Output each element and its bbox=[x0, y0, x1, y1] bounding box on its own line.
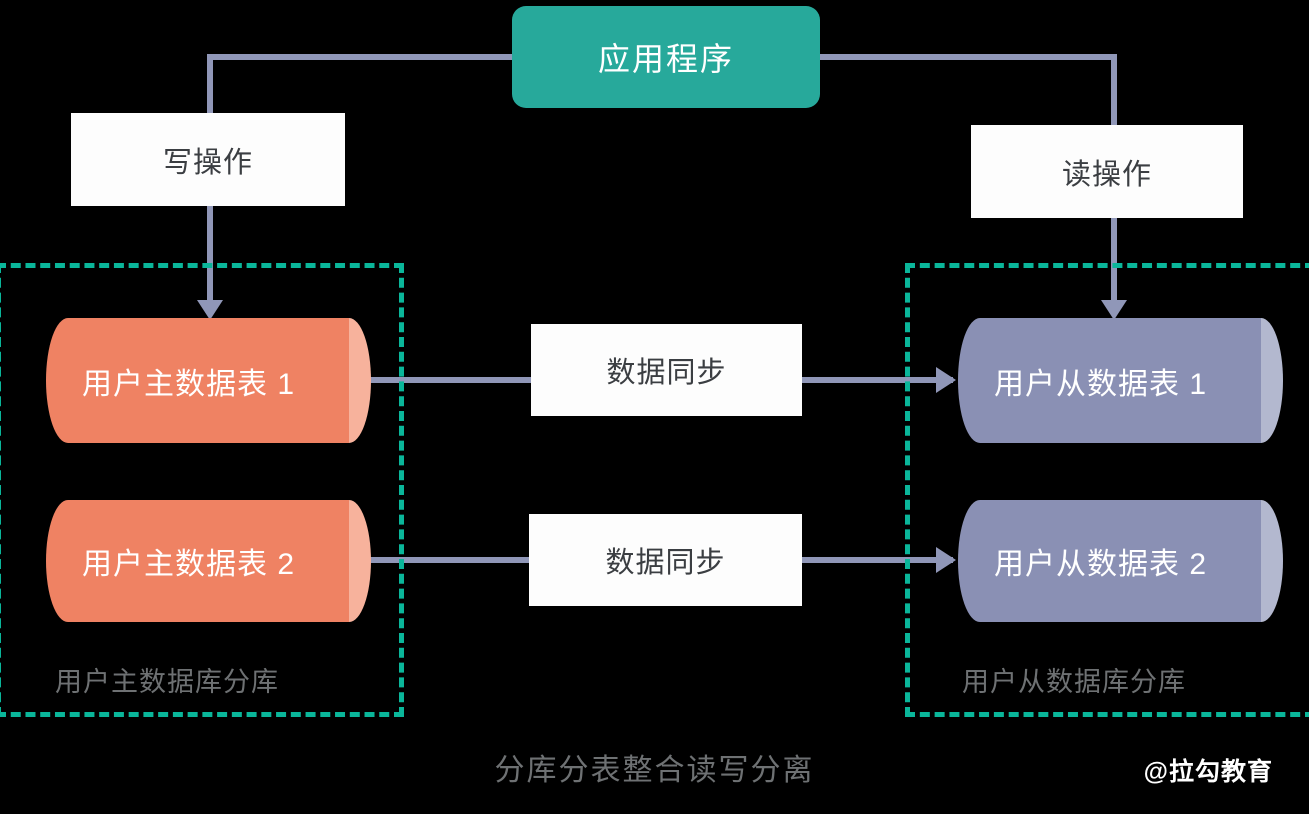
database-cylinder-master-1[interactable]: 用户主数据表 1 bbox=[46, 318, 371, 443]
arrowhead-into-master-table-1 bbox=[197, 300, 223, 320]
write-operation-label: 写操作 bbox=[162, 146, 253, 179]
database-cylinder-label: 用户主数据表 2 bbox=[82, 548, 296, 581]
application-node[interactable]: 应用程序 bbox=[512, 6, 820, 108]
shard-label-slave: 用户从数据库分库 bbox=[962, 667, 1186, 697]
cylinder-barrel bbox=[68, 318, 349, 443]
cylinder-barrel bbox=[980, 318, 1261, 443]
arrowhead-into-slave-table-1 bbox=[1101, 300, 1127, 320]
read-operation-label-box: 读操作 bbox=[971, 125, 1243, 218]
connector-sync1-to-slave1 bbox=[795, 377, 953, 383]
data-sync-label-row1: 数据同步 bbox=[606, 357, 727, 389]
connector-master2-to-sync2 bbox=[362, 557, 542, 563]
connector-app-to-write-horizontal bbox=[207, 54, 515, 60]
arrowhead-into-slave-table-1-sync bbox=[936, 367, 956, 393]
write-operation-label-box: 写操作 bbox=[71, 113, 345, 206]
cylinder-cap-left-icon bbox=[958, 500, 1002, 622]
database-cylinder-slave-1[interactable]: 用户从数据表 1 bbox=[958, 318, 1283, 443]
shard-label-master: 用户主数据库分库 bbox=[55, 667, 279, 697]
cylinder-barrel bbox=[980, 500, 1261, 622]
cylinder-barrel bbox=[68, 500, 349, 622]
cylinder-cap-left-icon bbox=[46, 500, 90, 622]
database-cylinder-master-2[interactable]: 用户主数据表 2 bbox=[46, 500, 371, 622]
diagram-watermark: @拉勾教育 bbox=[1143, 758, 1273, 786]
data-sync-label-box-row2: 数据同步 bbox=[529, 514, 802, 606]
read-operation-label: 读操作 bbox=[1061, 158, 1152, 191]
database-cylinder-label: 用户从数据表 2 bbox=[994, 548, 1208, 581]
connector-master1-to-sync1 bbox=[362, 377, 542, 383]
connector-app-to-read-horizontal bbox=[818, 54, 1117, 60]
cylinder-cap-left-icon bbox=[958, 318, 1002, 443]
connector-sync2-to-slave2 bbox=[795, 557, 953, 563]
arrowhead-into-slave-table-2-sync bbox=[936, 547, 956, 573]
shard-container-slave bbox=[905, 263, 1309, 717]
database-cylinder-label: 用户主数据表 1 bbox=[82, 367, 296, 401]
data-sync-label-box-row1: 数据同步 bbox=[531, 324, 802, 416]
data-sync-label-row2: 数据同步 bbox=[605, 547, 726, 579]
application-label: 应用程序 bbox=[597, 41, 734, 77]
diagram-caption: 分库分表整合读写分离 bbox=[494, 754, 815, 787]
shard-container-master bbox=[0, 263, 404, 717]
database-cylinder-label: 用户从数据表 1 bbox=[994, 367, 1208, 401]
cylinder-cap-left-icon bbox=[46, 318, 90, 443]
database-cylinder-slave-2[interactable]: 用户从数据表 2 bbox=[958, 500, 1283, 622]
